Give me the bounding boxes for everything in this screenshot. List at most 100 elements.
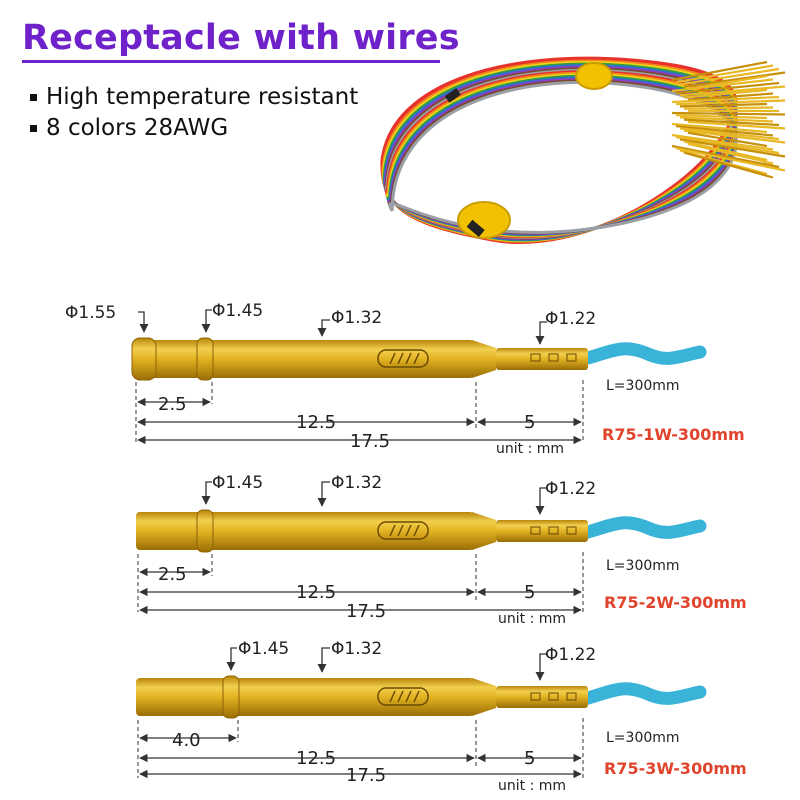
pin-head: [131, 337, 157, 381]
pin-taper: [472, 340, 496, 378]
gold-pin: [683, 151, 774, 179]
gold-pin: [675, 81, 780, 95]
gold-pin: [675, 99, 786, 106]
gold-pin: [671, 60, 768, 82]
feature-list: High temperature resistant 8 colors 28AW…: [30, 82, 358, 144]
ring-dia-label: Φ1.45: [238, 639, 289, 659]
tail-len-label: 5: [524, 582, 535, 603]
tail-dia-label: Φ1.22: [545, 645, 596, 665]
unit-label: unit : mm: [498, 778, 566, 794]
gold-pin: [675, 64, 774, 84]
pin-body: [136, 678, 474, 716]
wire: [581, 682, 707, 705]
tail-slots: [530, 526, 577, 535]
model-label: R75-2W-300mm: [604, 593, 747, 612]
bullet-icon: [30, 94, 37, 101]
pin-tail: [496, 520, 588, 542]
crimp-slot: [377, 349, 429, 368]
pin-r75-3w: Φ1.45 Φ1.32 Φ1.22 L=300mm 4.0 12.5 5 17.…: [136, 639, 747, 794]
gold-pin: [675, 114, 768, 120]
gold-pin: [679, 138, 786, 158]
pointer: [201, 309, 212, 333]
gold-pin: [683, 140, 768, 162]
wire-bundle-photo: [380, 56, 786, 245]
feature-item: 8 colors 28AWG: [30, 113, 358, 144]
feature-text: High temperature resistant: [46, 84, 359, 110]
pin-r75-1w: Φ1.55 Φ1.45 Φ1.32 Φ1.22 L=300mm 2.5 12.5…: [65, 301, 745, 457]
pin-body: [136, 512, 474, 550]
pin-body: [136, 340, 474, 378]
pointer: [201, 481, 212, 505]
pin-taper: [472, 678, 496, 716]
gold-pin-fan: [671, 60, 786, 179]
gold-pin: [675, 136, 780, 155]
ring-pos-label: 2.5: [158, 564, 187, 585]
total-len-label: 17.5: [350, 431, 390, 452]
black-sleeve: [466, 219, 485, 237]
model-label: R75-1W-300mm: [602, 425, 745, 444]
wire-length-label: L=300mm: [606, 558, 680, 574]
total-len-label: 17.5: [346, 765, 386, 786]
crimp-hatch: [389, 352, 420, 365]
gold-pin: [671, 133, 774, 151]
body-len-label: 12.5: [296, 582, 336, 603]
gold-pin: [671, 78, 774, 93]
dimension-lines: [137, 552, 584, 612]
crimp-hatch: [389, 524, 420, 537]
pin-tail: [496, 686, 588, 708]
tail-dia-label: Φ1.22: [545, 309, 596, 329]
gold-pin: [687, 142, 774, 165]
pointer: [317, 647, 330, 673]
unit-label: unit : mm: [496, 441, 564, 457]
pointer: [138, 311, 149, 333]
ring-dia-label: Φ1.45: [212, 473, 263, 493]
pointer: [226, 647, 237, 671]
tail-slots: [530, 353, 577, 362]
body-dia-label: Φ1.32: [331, 308, 382, 328]
page-title: Receptacle with wires: [22, 18, 460, 58]
dimension-lines: [135, 380, 584, 442]
crimp-slot: [377, 687, 429, 706]
pin-tail: [496, 348, 588, 370]
gold-pin: [687, 92, 774, 101]
body-len-label: 12.5: [296, 412, 336, 433]
gold-pin: [679, 102, 768, 108]
ring-pos-label: 4.0: [172, 730, 201, 751]
dimension-lines: [137, 718, 584, 778]
body-len-label: 12.5: [296, 748, 336, 769]
ring-dia-label: Φ1.45: [212, 301, 263, 321]
yellow-cable-tie: [575, 62, 613, 90]
pin-ring: [222, 675, 240, 719]
gold-pin: [687, 131, 768, 148]
gold-pin: [683, 118, 780, 127]
pointer: [317, 481, 330, 507]
bullet-icon: [30, 125, 37, 132]
wire: [581, 516, 707, 539]
title-underline: [22, 60, 440, 63]
crimp-slot: [377, 521, 429, 540]
gold-pin: [687, 120, 786, 130]
wire-length-label: L=300mm: [606, 730, 680, 746]
head-dia-label: Φ1.55: [65, 303, 116, 323]
tail-len-label: 5: [524, 412, 535, 433]
body-dia-label: Φ1.32: [331, 473, 382, 493]
gold-pin: [679, 149, 768, 176]
feature-text: 8 colors 28AWG: [46, 115, 229, 141]
gold-pin: [683, 129, 786, 144]
gold-pin: [671, 95, 780, 104]
gold-pin: [679, 127, 780, 141]
ring-pos-label: 2.5: [158, 394, 187, 415]
tail-slots: [530, 692, 577, 701]
tail-dia-label: Φ1.22: [545, 479, 596, 499]
crimp-hatch: [389, 690, 420, 703]
gold-pin: [679, 67, 780, 86]
gold-pin: [679, 85, 786, 97]
gold-pin: [683, 106, 774, 110]
pin-ring: [196, 509, 214, 553]
pin-r75-2w: Φ1.45 Φ1.32 Φ1.22 L=300mm 2.5 12.5 5 17.…: [136, 473, 747, 627]
gold-pin: [671, 111, 786, 116]
tail-len-label: 5: [524, 748, 535, 769]
pointer: [317, 319, 330, 337]
gold-pin: [675, 125, 774, 137]
